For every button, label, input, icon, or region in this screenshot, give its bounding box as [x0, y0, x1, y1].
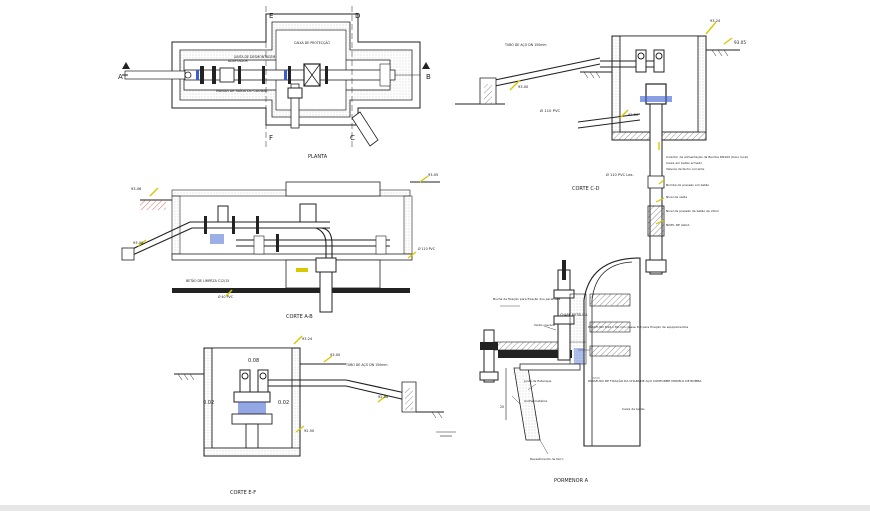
ef-dim-top: 0.08	[248, 358, 259, 364]
ab-right-note: Ø 110 PVC	[418, 246, 436, 251]
corte-ab-title: CORTE A-B	[286, 314, 313, 320]
ef-level-bot2: 92.08	[378, 395, 389, 399]
cd-pipe-dn: Ø 110 PVC	[540, 108, 561, 113]
ef-tubo-note: TUBO DE AÇO DN 150mm	[345, 363, 387, 367]
corte-ef-view: 93.24 93.00 TUBO DE AÇO DN 150mm 0.08 0.…	[174, 335, 456, 496]
ab-betao-note: BETÃO DE LIMPEZA C12/15	[186, 278, 229, 283]
pa-note-4: PARAFUSO M16 x 80 mm classe 8.8 para fix…	[588, 325, 689, 329]
pa-note-1: Bucha de fixação para fixação dos parafu…	[493, 297, 561, 301]
pormenor-a-view: Bucha de fixação para fixação dos parafu…	[479, 257, 702, 484]
cd-note-1: Colector de alimentação da Bomba DN100 (…	[666, 155, 748, 159]
section-mark-b: B	[426, 73, 431, 81]
pa-note-7: Caixa de betão	[622, 407, 645, 411]
ef-level-pipe: 93.00	[330, 353, 341, 357]
planta-valve-note: CAIXA DE PROTECÇÃO	[294, 40, 330, 45]
planta-view: A B E F D C CAIXA DE PROTECÇÃO ADAPTADOR…	[118, 6, 431, 160]
corte-ab-view: 93.06 93.05 93.00 BETÃO DE LIMPEZA C12/1…	[121, 173, 440, 320]
ef-dim-left: 0.02	[203, 400, 214, 406]
corte-cd-view: 93.24 93.05 93.00 92.50 TUBO DE AÇO DN 1…	[455, 19, 748, 275]
pa-note-5: Junta de Estanque	[523, 379, 552, 383]
pa-note-6: Anilha metálica	[524, 399, 547, 403]
planta-title: PLANTA	[308, 154, 328, 160]
cd-level-top: 93.24	[710, 19, 721, 23]
pormenor-a-title: PORMENOR A	[554, 478, 589, 484]
cd-note-3: Válvula de fecho corrente	[666, 167, 704, 171]
section-mark-d: D	[355, 12, 360, 20]
cd-note-2: Caixa em betão armado	[666, 161, 702, 165]
cd-note-6: Nível de pressão de betão de 20cm	[666, 209, 719, 213]
ab-level-left: 93.06	[131, 187, 142, 191]
ab-pvc-note: Ø 40 PVC	[218, 294, 234, 299]
cd-level-mid: 93.00	[518, 85, 529, 89]
section-mark-f: F	[269, 134, 273, 142]
planta-junta-note: JUNTA DE DESMONTAGEM	[233, 55, 275, 59]
ab-level-right: 93.05	[428, 173, 438, 177]
ef-dim-right: 0.02	[278, 400, 289, 406]
pa-dim: 20	[500, 405, 504, 409]
cd-scale-note: Ø 110 PVC Lex.	[606, 172, 634, 177]
pa-note-10: PARAFUSO DE FIXAÇÃO DA CHAPA DE AÇO CONF…	[588, 378, 702, 383]
cd-level-right: 93.05	[734, 40, 746, 45]
corte-cd-title: CORTE C-D	[572, 186, 600, 192]
bottom-scroll-strip	[0, 505, 870, 511]
pa-note-3: CHAPA METÁLICA	[560, 312, 588, 317]
cd-note-7: NÍVEL DE ÁGUA	[666, 222, 690, 227]
section-mark-e: E	[269, 12, 273, 20]
cd-note-5: Nível de saída	[666, 195, 687, 199]
ef-level-bot: 92.50	[304, 429, 315, 433]
corte-ef-title: CORTE E-F	[230, 490, 256, 496]
section-mark-a: A	[118, 73, 123, 81]
cd-tubo-note: TUBO DE AÇO DN 150mm	[504, 43, 546, 47]
section-mark-c: C	[350, 134, 355, 142]
ef-level-top: 93.24	[302, 337, 313, 341]
pa-note-2: Varão roscado	[534, 323, 555, 327]
cd-note-4: Bomba de pressão em betão	[666, 183, 709, 187]
cd-level-low: 92.50	[628, 113, 639, 117]
planta-manga-note: MANGA DE SAÍDA DO CAUDAL	[216, 88, 268, 93]
ab-level-pipe: 93.00	[133, 241, 144, 245]
planta-adapter-note: ADAPTADOR	[228, 59, 249, 63]
pa-note-9: Revestimento de ferro	[530, 457, 564, 461]
